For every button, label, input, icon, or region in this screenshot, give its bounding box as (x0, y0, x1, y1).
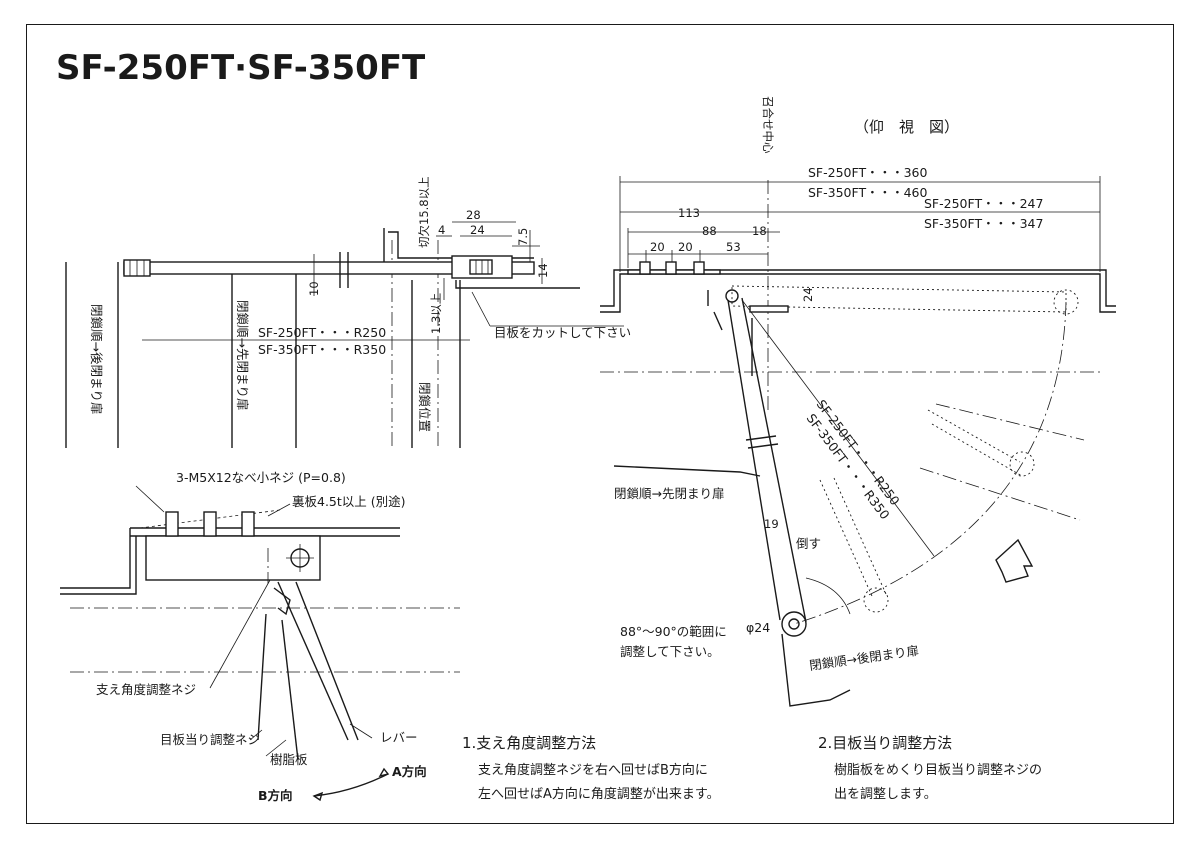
screw-label: 3-M5X12なべ小ネジ (P=0.8) (176, 470, 346, 485)
closed-position-label: 閉鎖位置 (417, 382, 432, 432)
dim-28: 28 (466, 208, 481, 222)
dim-18: 18 (752, 224, 767, 238)
instruction-2-heading: 2.目板当り調整方法 (818, 734, 952, 752)
tilt-label: 倒す (796, 536, 821, 551)
dim-24: 24 (801, 287, 815, 302)
dim-14: 14 (536, 263, 550, 278)
radius-250-label: SF-250FT・・・R250 (258, 325, 386, 340)
range-note-1: 88°～90°の範囲に (620, 624, 727, 639)
dim-4: 4 (438, 223, 445, 237)
instruction-1-line-1: 支え角度調整ネジを右へ回せばB方向に (478, 762, 708, 778)
back-plate-label: 裏板4.5t以上 (別途) (292, 494, 406, 509)
range-note-2: 調整して下さい。 (620, 644, 720, 659)
dim-113: 113 (678, 206, 700, 220)
dim-347-label: SF-350FT・・・347 (924, 216, 1043, 231)
adjustment-detail (60, 485, 460, 802)
notch-label: 切欠15.8以上 (417, 176, 431, 248)
resin-plate-label: 樹脂板 (270, 752, 308, 767)
dim-88: 88 (702, 224, 717, 238)
min-1-3-label: 1.3以上 (429, 293, 443, 334)
front-door-plan: 閉鎖順→先閉まり扉 (614, 486, 724, 501)
instruction-2-line-1: 樹脂板をめくり目板当り調整ネジの (834, 763, 1042, 778)
radius-350-label: SF-350FT・・・R350 (258, 342, 386, 357)
dim-460-label: SF-350FT・・・460 (808, 185, 928, 200)
dim-247-label: SF-250FT・・・247 (924, 196, 1043, 211)
instruction-1-line-2: 左へ回せばA方向に角度調整が出来ます。 (478, 786, 720, 802)
dim-10: 10 (307, 281, 321, 296)
dim-20b: 20 (678, 240, 693, 254)
front-door-label: 閉鎖順→先閉まり扉 (235, 300, 250, 410)
phi-24-label: φ24 (746, 620, 770, 635)
angle-screw-label: 支え角度調整ネジ (96, 682, 196, 697)
center-label: 召合せ中心 (761, 96, 775, 154)
dim-7-5: 7.5 (516, 228, 530, 246)
dim-53: 53 (726, 240, 741, 254)
view-label: （仰 視 図） (854, 118, 959, 136)
cut-plate-note: 目板をカットして下さい (494, 325, 631, 340)
instruction-2-line-2: 出を調整します。 (834, 787, 937, 802)
rear-door-plan: 閉鎖順→後閉まり扉 (808, 643, 919, 673)
rear-door-label: 閉鎖順→後閉まり扉 (89, 304, 104, 414)
stop-screw-label: 目板当り調整ネジ (160, 732, 260, 747)
direction-b-label: B方向 (258, 788, 293, 803)
plan-view (600, 176, 1116, 707)
dim-20a: 20 (650, 240, 665, 254)
dim-360-label: SF-250FT・・・360 (808, 165, 928, 180)
lever-label: レバー (380, 730, 418, 745)
dim-19: 19 (764, 517, 779, 531)
direction-a-label: A方向 (392, 764, 427, 779)
drawing-frame (26, 24, 1174, 824)
top-left-elevation (65, 221, 624, 448)
drawing-title: SF-250FT·SF-350FT (56, 48, 426, 88)
dim-24: 24 (470, 223, 485, 237)
instruction-1-heading: 1.支え角度調整方法 (462, 734, 596, 752)
